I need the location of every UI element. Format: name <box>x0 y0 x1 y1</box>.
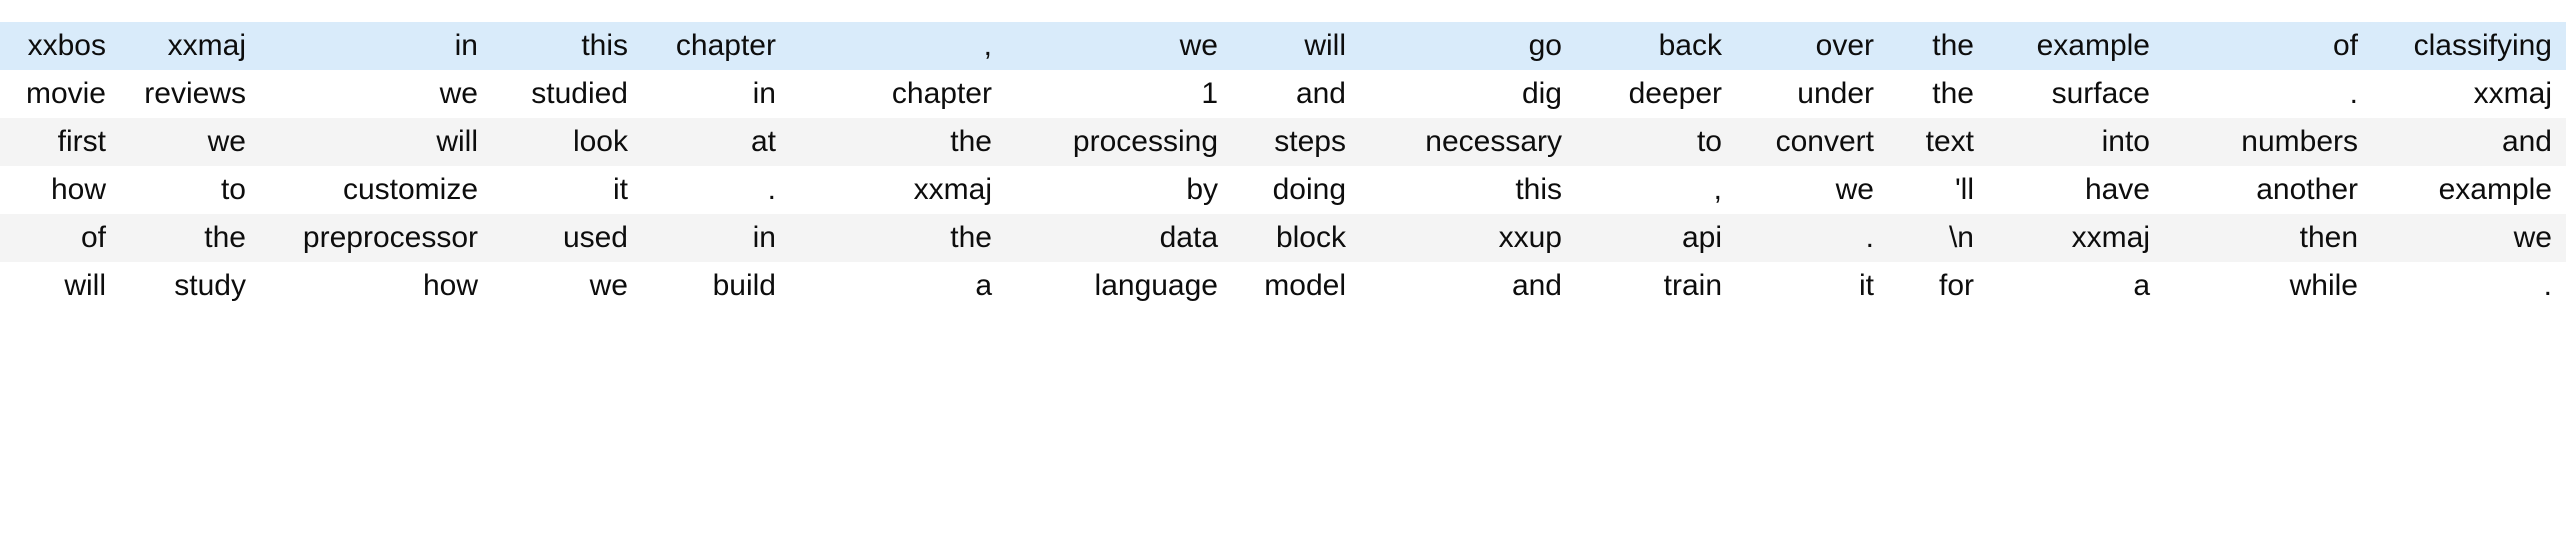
token-cell: we <box>2374 214 2566 262</box>
token-cell: model <box>1234 262 1362 310</box>
token-cell: chapter <box>792 70 1008 118</box>
token-cell: the <box>122 214 262 262</box>
token-cell: preprocessor <box>262 214 494 262</box>
token-cell: this <box>494 22 644 70</box>
token-cell: how <box>0 166 122 214</box>
token-cell: surface <box>1990 70 2166 118</box>
token-cell: it <box>494 166 644 214</box>
token-cell: text <box>1890 118 1990 166</box>
token-cell: classifying <box>2374 22 2566 70</box>
token-cell: \n <box>1890 214 1990 262</box>
token-cell: studied <box>494 70 644 118</box>
token-cell: while <box>2166 262 2374 310</box>
token-cell: 1 <box>1008 70 1234 118</box>
token-cell: have <box>1990 166 2166 214</box>
token-cell: , <box>792 22 1008 70</box>
token-cell: go <box>1362 22 1578 70</box>
token-cell: and <box>2374 118 2566 166</box>
token-cell: another <box>2166 166 2374 214</box>
token-cell: . <box>2166 70 2374 118</box>
token-cell: used <box>494 214 644 262</box>
token-cell: xxmaj <box>792 166 1008 214</box>
token-cell: will <box>262 118 494 166</box>
token-cell: in <box>644 214 792 262</box>
token-cell: and <box>1362 262 1578 310</box>
token-cell: train <box>1578 262 1738 310</box>
token-cell: block <box>1234 214 1362 262</box>
token-cell: xxmaj <box>122 22 262 70</box>
token-cell: xxup <box>1362 214 1578 262</box>
token-cell: and <box>1234 70 1362 118</box>
token-cell: into <box>1990 118 2166 166</box>
token-cell: then <box>2166 214 2374 262</box>
token-cell: data <box>1008 214 1234 262</box>
token-cell: the <box>792 118 1008 166</box>
token-cell: a <box>1990 262 2166 310</box>
token-cell: language <box>1008 262 1234 310</box>
token-cell: the <box>1890 70 1990 118</box>
token-cell: we <box>262 70 494 118</box>
token-cell: 'll <box>1890 166 1990 214</box>
token-cell: it <box>1738 262 1890 310</box>
token-cell: xxbos <box>0 22 122 70</box>
token-cell: build <box>644 262 792 310</box>
token-cell: necessary <box>1362 118 1578 166</box>
token-cell: will <box>0 262 122 310</box>
token-cell: we <box>122 118 262 166</box>
token-cell: of <box>0 214 122 262</box>
token-cell: by <box>1008 166 1234 214</box>
token-cell: of <box>2166 22 2374 70</box>
token-cell: study <box>122 262 262 310</box>
token-cell: a <box>792 262 1008 310</box>
token-cell: example <box>1990 22 2166 70</box>
token-cell: at <box>644 118 792 166</box>
token-cell: in <box>644 70 792 118</box>
token-cell: convert <box>1738 118 1890 166</box>
token-cell: chapter <box>644 22 792 70</box>
token-cell: for <box>1890 262 1990 310</box>
token-cell: . <box>2374 262 2566 310</box>
token-cell: we <box>1008 22 1234 70</box>
token-cell: over <box>1738 22 1890 70</box>
token-cell: movie <box>0 70 122 118</box>
token-cell: numbers <box>2166 118 2374 166</box>
token-cell: the <box>1890 22 1990 70</box>
token-cell: to <box>122 166 262 214</box>
token-cell: doing <box>1234 166 1362 214</box>
token-cell: the <box>792 214 1008 262</box>
token-cell: customize <box>262 166 494 214</box>
token-cell: in <box>262 22 494 70</box>
token-cell: we <box>1738 166 1890 214</box>
token-cell: deeper <box>1578 70 1738 118</box>
token-cell: steps <box>1234 118 1362 166</box>
token-cell: dig <box>1362 70 1578 118</box>
token-cell: look <box>494 118 644 166</box>
token-cell: , <box>1578 166 1738 214</box>
token-cell: processing <box>1008 118 1234 166</box>
token-cell: how <box>262 262 494 310</box>
token-cell: first <box>0 118 122 166</box>
token-cell: we <box>494 262 644 310</box>
token-cell: back <box>1578 22 1738 70</box>
token-cell: xxmaj <box>1990 214 2166 262</box>
token-cell: example <box>2374 166 2566 214</box>
token-cell: . <box>1738 214 1890 262</box>
token-cell: will <box>1234 22 1362 70</box>
token-cell: . <box>644 166 792 214</box>
token-cell: this <box>1362 166 1578 214</box>
token-cell: api <box>1578 214 1738 262</box>
token-cell: xxmaj <box>2374 70 2566 118</box>
token-cell: under <box>1738 70 1890 118</box>
token-cell: reviews <box>122 70 262 118</box>
token-cell: to <box>1578 118 1738 166</box>
